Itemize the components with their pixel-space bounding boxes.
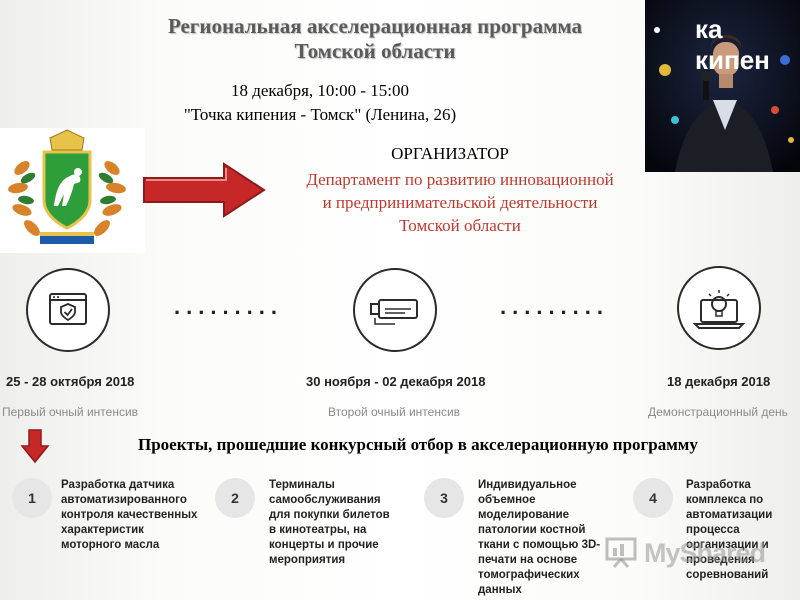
stage-2-label: Второй очный интенсив xyxy=(328,405,461,419)
projects-title: Проекты, прошедшие конкурсный отбор в ак… xyxy=(138,435,698,454)
timeline-dots-1: ......... xyxy=(174,294,284,319)
project-4-number: 4 xyxy=(633,478,673,518)
project-3-text: Индивидуальное объемное моделирование па… xyxy=(478,479,601,596)
organizer-name: Департамент по развитию инновационной и … xyxy=(270,168,650,237)
organizer-heading: ОРГАНИЗАТОР xyxy=(391,144,509,163)
shield-check-monitor-icon xyxy=(49,293,87,325)
timeline-dots-2: ......... xyxy=(500,294,610,319)
photo-backdrop-text: ка кипен xyxy=(695,14,770,75)
organizer-line-2: и предпринимательской деятельности xyxy=(322,193,598,212)
project-1-text: Разработка датчика автоматизированного к… xyxy=(61,479,198,551)
stage-3-circle xyxy=(677,266,761,350)
tomsk-coat-of-arms-icon xyxy=(8,129,126,244)
stage-1-circle xyxy=(26,268,110,352)
watermark-text: MyShared xyxy=(644,538,766,568)
stage-2-circle xyxy=(353,268,437,352)
title-line-2: Томской области xyxy=(294,39,456,63)
stage-1-date: 25 - 28 октября 2018 xyxy=(6,374,135,389)
title-line-1: Региональная акселерационная программа xyxy=(167,14,583,38)
arrow-down-icon xyxy=(20,429,50,464)
speaker-photo: ка кипен xyxy=(645,0,800,172)
stage-1-label: Первый очный интенсив xyxy=(2,405,139,419)
project-2-text: Терминалы самообслуживания для покупки б… xyxy=(269,479,390,566)
stage-3-label: Демонстрационный день xyxy=(648,405,788,419)
stage-3-date: 18 декабря 2018 xyxy=(667,374,771,389)
lightbulb-laptop-icon xyxy=(692,290,746,329)
presentation-board-icon xyxy=(605,537,637,568)
project-1-number: 1 xyxy=(12,478,52,518)
project-3-number: 3 xyxy=(424,478,464,518)
organizer-line-3: Томской области xyxy=(399,216,521,235)
organizer-line-1: Департамент по развитию инновационной xyxy=(306,170,614,189)
event-venue: "Точка кипения - Томск" (Ленина, 26) xyxy=(183,105,457,124)
emblem-area xyxy=(0,128,145,253)
usb-drive-icon xyxy=(370,299,418,325)
project-2-number: 2 xyxy=(215,478,255,518)
arrow-right-icon xyxy=(143,162,266,218)
event-datetime: 18 декабря, 10:00 - 15:00 xyxy=(230,81,410,100)
project-4-text: Разработка комплекса по автоматизации пр… xyxy=(686,479,773,581)
slide-title: Региональная акселерационная программа Т… xyxy=(110,14,640,64)
stage-2-date: 30 ноября - 02 декабря 2018 xyxy=(306,374,486,389)
